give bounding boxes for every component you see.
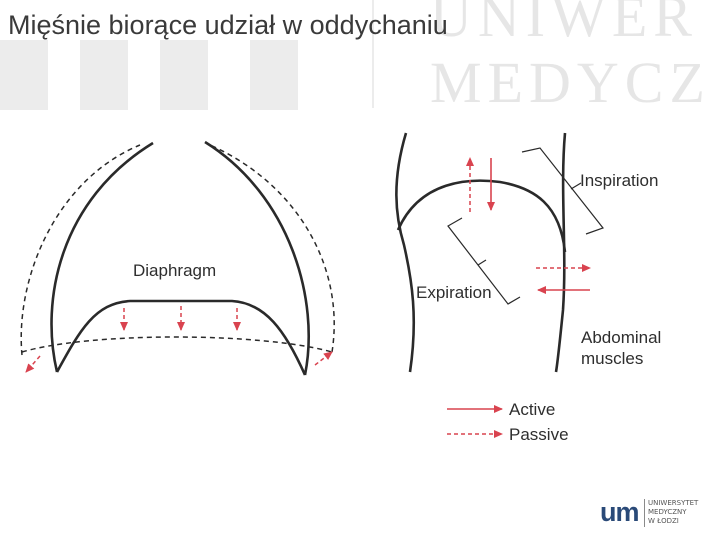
legend-active-label: Active (509, 400, 556, 419)
logo-mark: um (600, 497, 639, 527)
logo-divider (644, 499, 645, 527)
label-expiration: Expiration (416, 283, 492, 302)
watermark-shape (80, 40, 128, 110)
legend-passive-label: Passive (509, 425, 569, 444)
university-logo: um UNIWERSYTET MEDYCZNY W ŁODZI (600, 497, 710, 531)
diaphragm-contracted (21, 336, 333, 353)
label-diaphragm: Diaphragm (133, 261, 217, 280)
abdominal-wall (554, 132, 567, 373)
diaphragm-relaxed (55, 299, 307, 376)
label-muscles: muscles (581, 349, 644, 368)
watermark-shape (0, 40, 48, 110)
watermark-text: UNIWER (430, 0, 698, 49)
rib-expansion-arrow (314, 351, 333, 366)
lateral-diaphragm (396, 179, 567, 253)
thorax-expanded-left (20, 144, 141, 356)
thorax-outline-left (50, 141, 154, 373)
back-outline (395, 132, 416, 373)
watermark-shape (250, 40, 298, 110)
watermark-text: MEDYCZ (430, 50, 711, 112)
slide-title: Mięśnie biorące udział w oddychaniu (8, 10, 448, 40)
legend (447, 405, 503, 438)
diaphragm-figure (20, 140, 335, 376)
thorax-outline-right (204, 140, 310, 376)
thorax-expanded-right (209, 144, 335, 353)
university-watermark: UNIWER MEDYCZ (0, 0, 720, 112)
label-inspiration: Inspiration (580, 171, 659, 190)
watermark-divider (372, 0, 374, 108)
rib-expansion-arrow (25, 355, 41, 373)
inspiration-bracket (521, 147, 604, 235)
label-abdominal: Abdominal (581, 328, 662, 347)
logo-name: UNIWERSYTET MEDYCZNY W ŁODZI (648, 499, 699, 525)
watermark-shape (160, 40, 208, 110)
lateral-figure (395, 132, 604, 373)
